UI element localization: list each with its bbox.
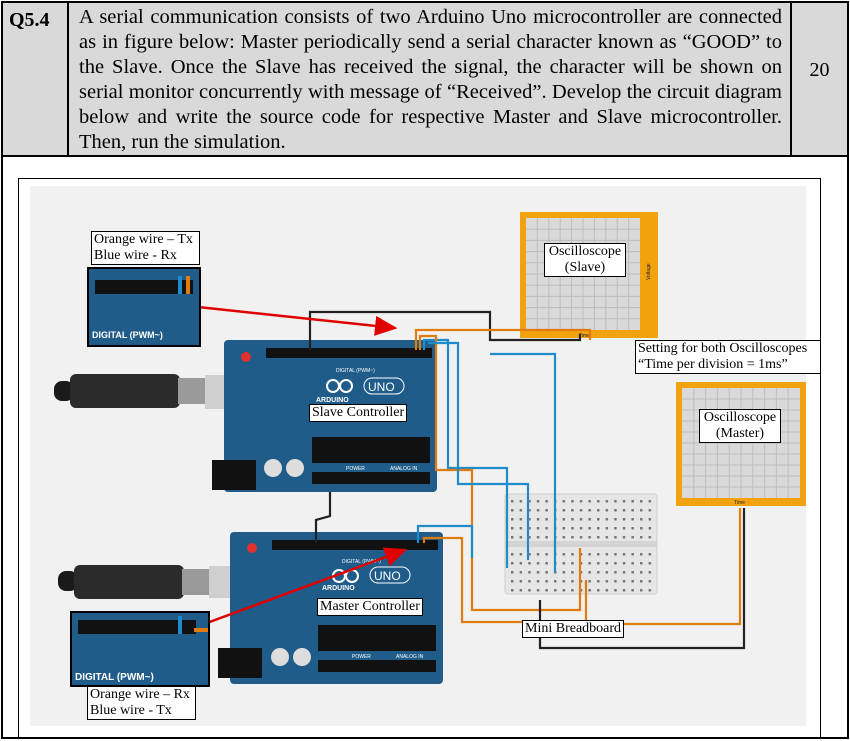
slave-pin-arrow	[197, 305, 398, 336]
master-pin-inset	[70, 611, 210, 687]
osc-slave-label-title: Oscilloscope	[548, 244, 622, 259]
osc-master-label: Oscilloscope (Master)	[699, 409, 781, 443]
osc-master-label-title: Oscilloscope	[703, 410, 777, 425]
master-wire-note-blue: Blue wire - Tx	[90, 703, 172, 718]
slave-wire-note-orange: Orange wire – Tx	[94, 232, 193, 247]
slave-board-brand: ARDUINO	[316, 397, 349, 404]
slave-wire-note-blue: Blue wire - Rx	[94, 248, 177, 263]
osc-slave-voltage: Voltage	[646, 263, 652, 280]
slave-board-analog: ANALOG IN	[390, 466, 418, 472]
master-wire-note-orange: Orange wire – Rx	[90, 687, 190, 702]
slave-board-model: UNO	[368, 380, 395, 394]
osc-setting-value: “Time per division = 1ms”	[638, 357, 788, 372]
slave-wire-note: Orange wire – Tx Blue wire - Rx	[91, 231, 200, 265]
question-marks: 20	[809, 59, 830, 81]
master-board-analog: ANALOG IN	[396, 654, 424, 660]
master-board-digital: DIGITAL (PWM~)	[342, 559, 381, 565]
osc-slave-label-sub: (Slave)	[564, 260, 606, 275]
figure-frame	[18, 178, 821, 738]
usb-cable-slave	[54, 374, 245, 409]
slave-inset-digital: DIGITAL (PWM~)	[92, 330, 163, 340]
osc-master-label-sub: (Master)	[715, 426, 765, 441]
osc-slave-time: Time	[579, 333, 590, 339]
master-board-brand: ARDUINO	[322, 585, 355, 592]
master-pin-arrow	[195, 547, 408, 629]
question-number: Q5.4	[3, 3, 69, 155]
usb-cable-master	[58, 565, 255, 599]
slave-board-power: POWER	[346, 466, 365, 472]
osc-setting-title: Setting for both Oscilloscopes	[638, 341, 808, 356]
breadboard-label: Mini Breadboard	[522, 620, 625, 638]
oscilloscope-master	[676, 382, 806, 506]
master-inset-digital: DIGITAL (PWM~)	[75, 672, 154, 683]
master-board-model: UNO	[374, 569, 401, 583]
slave-pin-inset	[87, 267, 201, 347]
slave-controller-label: Slave Controller	[309, 404, 408, 422]
master-wire-note: Orange wire – Rx Blue wire - Tx	[87, 686, 196, 720]
master-controller-label: Master Controller	[317, 598, 423, 616]
question-text: A serial communication consists of two A…	[69, 3, 792, 155]
figure-row	[1, 155, 849, 739]
master-board-power: POWER	[352, 654, 371, 660]
osc-setting-note: Setting for both Oscilloscopes “Time per…	[635, 340, 821, 374]
slave-board-digital: DIGITAL (PWM~)	[336, 368, 375, 374]
osc-master-time: Time	[734, 500, 745, 506]
question-row: Q5.4 A serial communication consists of …	[1, 1, 849, 157]
osc-slave-label: Oscilloscope (Slave)	[544, 243, 626, 277]
